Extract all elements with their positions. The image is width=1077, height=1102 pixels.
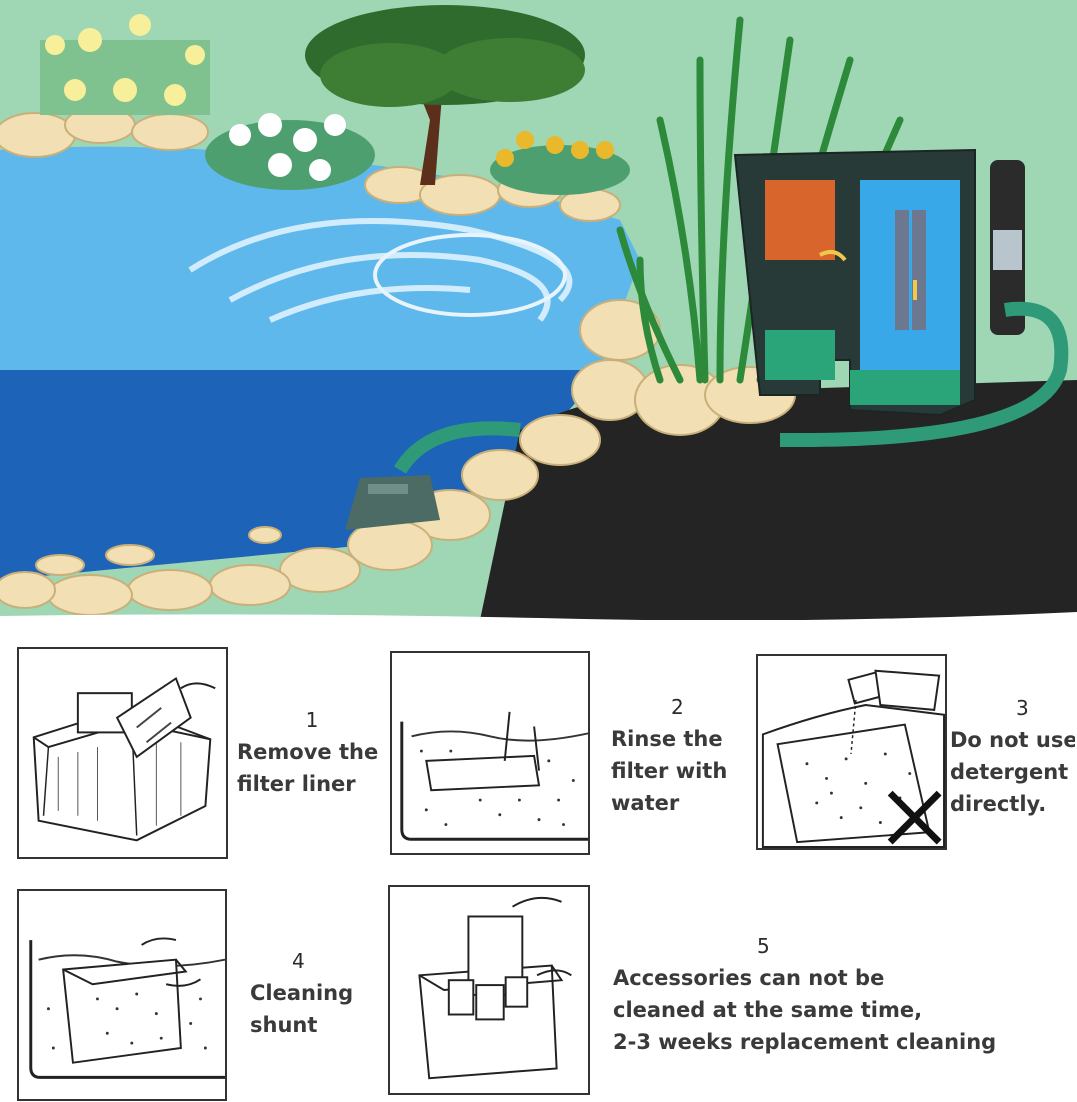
hose-inlet (394, 421, 521, 474)
step-2-line-2: filter with (611, 759, 728, 783)
step-4-illustration (17, 889, 227, 1101)
step-3-line-1: Do not use (950, 728, 1075, 752)
step-2-line-3: water (611, 791, 680, 815)
step-5-number: 5 (757, 934, 770, 958)
step-3-text: 3 Do not use detergent directly. (950, 692, 1075, 820)
waterfall-swirl (188, 218, 573, 323)
step-3-illustration (756, 654, 947, 850)
pond-deep-water (0, 370, 600, 580)
step-3-line-2: detergent (950, 760, 1069, 784)
step-4-number: 4 (292, 949, 305, 973)
step-1-line-2: filter liner (237, 772, 356, 796)
step-4-text: 4 Cleaning shunt (240, 945, 360, 1041)
step-1-number: 1 (305, 708, 319, 732)
step-1-illustration (17, 647, 228, 859)
step-4-line-1: Cleaning (250, 981, 354, 1005)
pond-pump (345, 475, 440, 530)
step-2-number: 2 (671, 695, 684, 719)
step-5-text: 5 Accessories can not be cleaned at the … (613, 930, 1053, 1058)
step-4-line-2: shunt (250, 1013, 318, 1037)
step-5-line-2: cleaned at the same time, (613, 998, 923, 1022)
sunflowers (490, 131, 630, 195)
step-2-illustration (390, 651, 590, 855)
uv-clarifier (990, 160, 1025, 335)
pond-filter-box (733, 148, 976, 417)
step-1-text: 1 Remove the filter liner (237, 704, 387, 800)
white-flowers (205, 113, 375, 190)
daffodils (40, 14, 210, 115)
step-5-illustration (388, 885, 590, 1095)
tree (305, 5, 585, 185)
hose-outlet (780, 301, 1069, 447)
step-3-number: 3 (1016, 696, 1029, 720)
step-1-line-1: Remove the (237, 740, 379, 764)
step-2-line-1: Rinse the (611, 727, 723, 751)
pond-filter-illustration (0, 0, 1077, 620)
step-3-line-3: directly. (950, 792, 1047, 816)
step-2-text: 2 Rinse the filter with water (611, 691, 751, 819)
prohibited-x-icon (887, 790, 942, 845)
step-5-line-3: 2-3 weeks replacement cleaning (613, 1030, 997, 1054)
step-5-line-1: Accessories can not be (613, 966, 885, 990)
